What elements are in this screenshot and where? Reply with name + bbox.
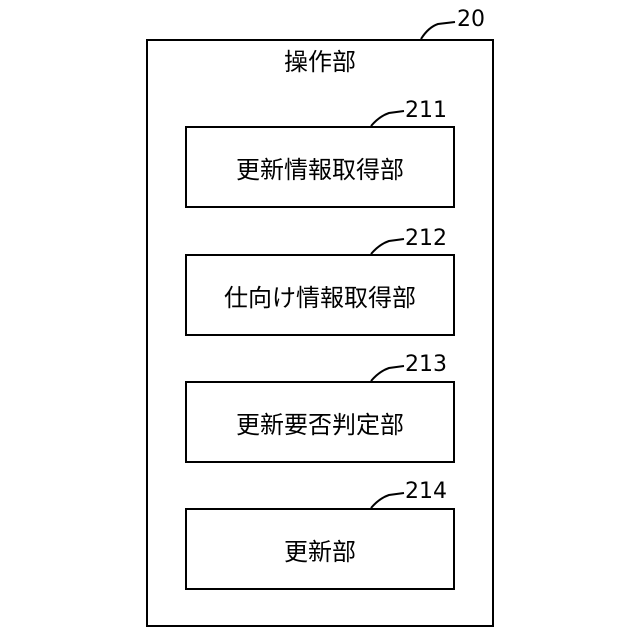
destination-info-acquisition-block: 仕向け情報取得部 xyxy=(185,254,455,336)
update-necessity-determination-ref-label: 213 xyxy=(405,353,447,377)
update-necessity-determination-label: 更新要否判定部 xyxy=(236,405,404,440)
destination-info-acquisition-ref-label: 212 xyxy=(405,227,447,251)
operation-unit-ref-label: 20 xyxy=(457,8,485,32)
operation-unit-leader-line xyxy=(421,22,455,39)
update-info-acquisition-block: 更新情報取得部 xyxy=(185,126,455,208)
update-necessity-determination-block: 更新要否判定部 xyxy=(185,381,455,463)
update-info-acquisition-label: 更新情報取得部 xyxy=(236,150,404,185)
update-unit-block: 更新部 xyxy=(185,508,455,590)
update-unit-ref-label: 214 xyxy=(405,480,447,504)
update-unit-label: 更新部 xyxy=(284,532,356,567)
update-info-acquisition-ref-label: 211 xyxy=(405,99,447,123)
operation-unit-title: 操作部 xyxy=(146,46,494,78)
destination-info-acquisition-label: 仕向け情報取得部 xyxy=(224,278,416,313)
